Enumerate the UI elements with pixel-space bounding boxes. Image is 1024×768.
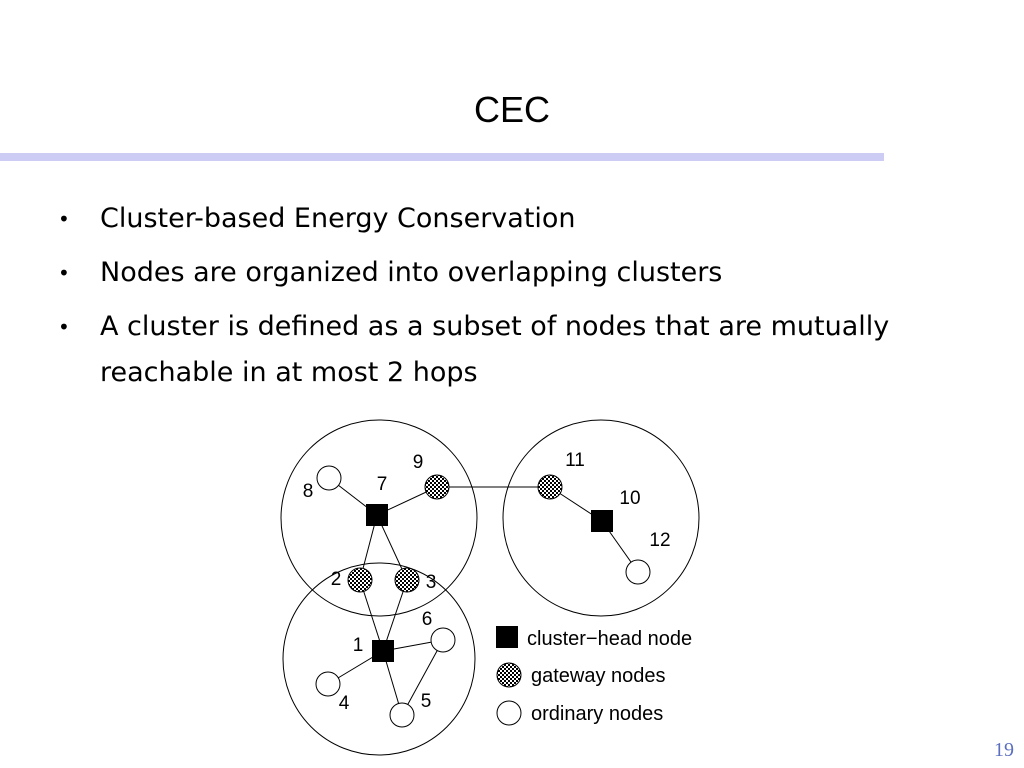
- bullet-item: • Nodes are organized into overlapping c…: [58, 250, 918, 296]
- node-6-ordinary: [430, 627, 456, 653]
- node-label-11: 11: [565, 450, 585, 471]
- node-label-2: 2: [331, 569, 342, 590]
- node-7-cluster-head: [366, 504, 388, 526]
- node-10-cluster-head: [591, 510, 613, 532]
- legend-cluster-head-label: cluster−head node: [527, 628, 692, 650]
- node-label-10: 10: [619, 488, 640, 509]
- node-label-1: 1: [353, 635, 364, 656]
- node-label-6: 6: [422, 609, 433, 630]
- legend: cluster−head node gateway nodes ordinary…: [496, 626, 692, 726]
- cluster-boundary-1: [282, 562, 476, 756]
- legend-gateway-label: gateway nodes: [531, 665, 666, 687]
- edge-6-5: [401, 639, 444, 716]
- node-label-4: 4: [339, 693, 350, 714]
- bullet-text: A cluster is defined as a subset of node…: [100, 311, 890, 388]
- bullet-list: • Cluster-based Energy Conservation • No…: [58, 196, 918, 404]
- title-divider: [0, 153, 884, 161]
- bullet-text: Nodes are organized into overlapping clu…: [100, 257, 723, 288]
- node-label-7: 7: [377, 474, 388, 495]
- node-label-8: 8: [303, 481, 314, 502]
- cluster-boundary-10: [502, 419, 700, 617]
- node-label-12: 12: [649, 530, 670, 551]
- bullet-dot: •: [58, 207, 70, 231]
- node-2-gateway: [347, 567, 373, 593]
- cluster-boundaries: [280, 419, 700, 756]
- node-8-ordinary: [316, 465, 342, 491]
- node-9-gateway: [424, 474, 450, 500]
- page-number: 19: [994, 739, 1014, 761]
- network-nodes: [315, 465, 651, 728]
- legend-ordinary-swatch: [496, 700, 522, 726]
- legend-cluster-head-swatch: [496, 626, 518, 648]
- node-label-5: 5: [421, 691, 432, 712]
- bullet-text: Cluster-based Energy Conservation: [100, 203, 576, 234]
- legend-ordinary-label: ordinary nodes: [531, 703, 663, 725]
- node-1-cluster-head: [372, 640, 394, 662]
- bullet-item: • A cluster is defined as a subset of no…: [58, 304, 918, 396]
- node-11-gateway: [537, 474, 563, 500]
- bullet-dot: •: [58, 261, 70, 285]
- node-label-3: 3: [426, 572, 437, 593]
- node-5-ordinary: [389, 702, 415, 728]
- cluster-boundary-7: [280, 419, 478, 617]
- node-12-ordinary: [625, 559, 651, 585]
- node-label-9: 9: [413, 452, 424, 473]
- slide-title: CEC: [473, 89, 550, 130]
- node-3-gateway: [394, 567, 420, 593]
- bullet-dot: •: [58, 315, 70, 339]
- node-4-ordinary: [315, 671, 341, 697]
- legend-gateway-swatch: [496, 662, 522, 688]
- bullet-item: • Cluster-based Energy Conservation: [58, 196, 918, 242]
